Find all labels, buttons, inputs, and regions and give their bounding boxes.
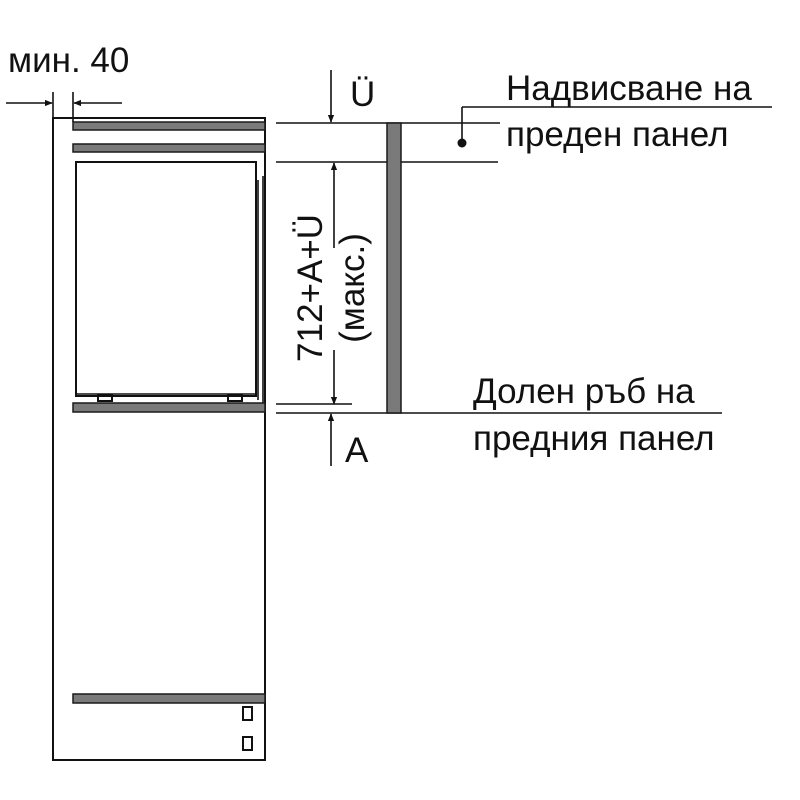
cabinet-frame [52,117,266,761]
appliance-foot-right [227,394,243,402]
appliance-body [75,161,257,402]
appliance-box [75,161,257,397]
cabinet-outline [52,117,266,761]
min-gap-label: мин. 40 [8,41,129,80]
appliance-foot-left [97,394,113,402]
top-shelf-lower [72,143,266,153]
top-shelf-upper [72,121,266,131]
a-symbol: A [345,431,369,470]
height-max-label: (макс.) [333,233,372,343]
bottom-edge-callout: Долен ръб на предния панел [473,372,715,458]
overhang-callout: Надвисване на преден панел [457,69,772,154]
middle-shelf [72,402,266,413]
front-panel [386,122,402,414]
overhang-callout-dot [457,138,467,148]
bottom-label-line1: Долен ръб на [473,372,695,411]
bottom-label-line2: предния панел [473,419,715,458]
bracket-upper [242,706,253,721]
min-gap-dimension: мин. 40 [6,41,129,122]
bracket-lower [242,736,253,751]
height-label: 712+A+Ü [291,214,330,362]
height-dimension: 712+A+Ü (макс.) [291,162,372,405]
bottom-shelf [72,693,266,704]
overhang-label-line2: преден панел [506,115,729,154]
bottom-edge-dimension: A [276,403,722,470]
overhang-symbol: Ü [350,75,375,114]
overhang-label-line1: Надвисване на [506,69,752,108]
